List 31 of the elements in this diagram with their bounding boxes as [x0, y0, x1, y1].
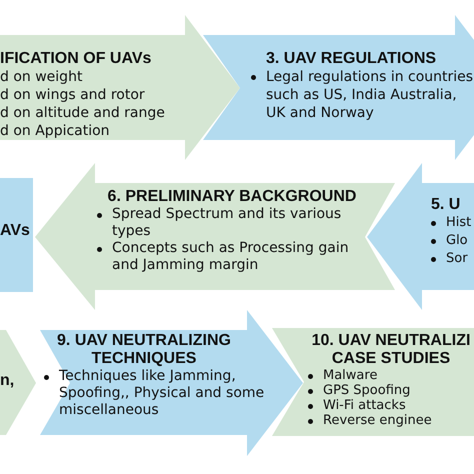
- step-panel: [35, 163, 397, 310]
- step-panel: [0, 15, 240, 160]
- bullet-text: Sor: [446, 250, 468, 268]
- bullet-text: Glo: [446, 232, 468, 250]
- step-panel: [0, 178, 33, 292]
- arrow-heading: 9. UAV NEUTRALIZING TECHNIQUES: [56, 332, 232, 368]
- bullet-text: Techniques like Jamming, Spoofing,, Physical and some miscellaneous: [59, 368, 266, 419]
- step-panel: [203, 15, 474, 160]
- bullet-text: d on wings and rotor: [0, 86, 145, 104]
- arrow-heading: 3. UAV REGULATIONS: [264, 50, 438, 68]
- step-panel: [40, 310, 305, 457]
- arrow-heading: IFICATION OF UAVs: [0, 50, 152, 68]
- bullet-text: GPS Spoofing: [323, 383, 410, 398]
- bullet-text: d on weight: [0, 68, 82, 86]
- bullet-text: Malware: [323, 368, 378, 383]
- arrow-heading: AVs: [0, 222, 30, 240]
- bullet-text: d on Appication: [0, 122, 110, 140]
- bullet-text: Spread Spectrum and its various types: [112, 206, 342, 240]
- bullet-text: Concepts such as Processing gain and Jamming margin: [112, 240, 350, 274]
- step-panel: [0, 330, 36, 435]
- bullet-text: d on altitude and range: [0, 104, 165, 122]
- step-panel: [272, 328, 474, 436]
- arrow-heading: 10. UAV NEUTRALIZI CASE STUDIES: [310, 332, 472, 368]
- bullet-text: Reverse enginee: [323, 413, 432, 428]
- arrow-heading: 5. U: [431, 196, 462, 214]
- step-panel: [367, 163, 474, 310]
- bullet-text: Wi-Fi attacks: [323, 398, 406, 413]
- arrow-heading: n,: [0, 372, 14, 390]
- bullet-text: Hist: [446, 214, 472, 232]
- bullet-text: Legal regulations in countries such as US, India Australia, UK and Norway: [266, 68, 474, 122]
- arrow-heading: 6. PRELIMINARY BACKGROUND: [106, 188, 358, 206]
